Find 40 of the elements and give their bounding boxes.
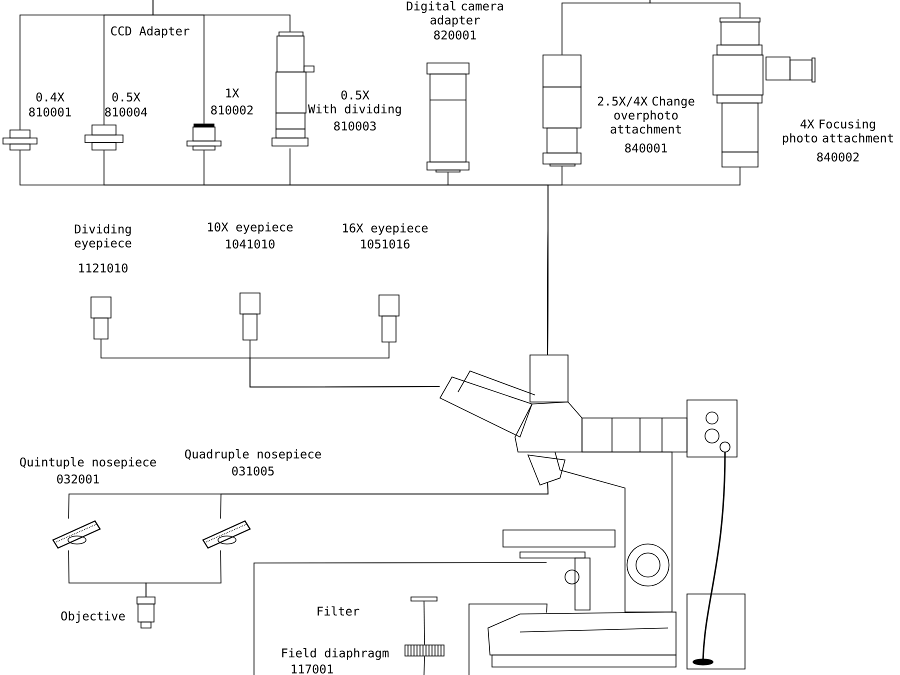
part-label: 10X eyepiece [208, 222, 293, 234]
part-label: Quintuple nosepiece [20, 457, 156, 469]
group-label: CCD Adapter [111, 26, 190, 38]
part-label: With dividing [308, 104, 401, 116]
part-label: 810004 [105, 107, 148, 117]
part-label: 16X eyepiece [343, 223, 428, 235]
connector-line [146, 550, 222, 597]
part-label: 117001 [292, 664, 333, 674]
part-label: Quadruple nosepiece [185, 449, 321, 461]
part-label: Objective [61, 611, 125, 623]
part-label: 810002 [211, 105, 253, 115]
connector-line [562, 0, 650, 55]
part-label: 0.4X [36, 92, 64, 102]
connector-line [547, 167, 740, 355]
part-label: 840001 [625, 143, 667, 153]
part-label: 840002 [817, 152, 859, 162]
part-label: 1051016 [361, 239, 410, 249]
connector-line [424, 656, 425, 675]
connector-line [220, 482, 548, 519]
part-label: 0.5X [112, 92, 140, 102]
part-label: 0.5X [341, 90, 370, 100]
connector-line [468, 604, 548, 675]
part-label: 1X [226, 88, 240, 98]
part-label: 810001 [29, 107, 71, 117]
part-label: 2.5X/4X Change overphoto attachment [598, 96, 694, 134]
connector-line [650, 0, 740, 18]
part-label: Dividing eyepiece [74, 224, 132, 250]
part-label: 4X Focusing photo attachment [782, 119, 893, 145]
connector-line [424, 601, 425, 645]
part-label: 1121010 [79, 263, 128, 273]
part-label: Digital camera adapter [406, 1, 503, 27]
part-label: 1041010 [226, 239, 274, 249]
part-label: Field diaphragm [282, 648, 389, 660]
part-label: 031005 [232, 466, 274, 476]
connector-line [254, 562, 547, 675]
part-label: Filter [318, 606, 360, 616]
part-label: 032001 [57, 474, 99, 484]
part-label: 810003 [334, 121, 376, 131]
connector-line [152, 0, 290, 32]
part-label: 820001 [434, 30, 476, 40]
